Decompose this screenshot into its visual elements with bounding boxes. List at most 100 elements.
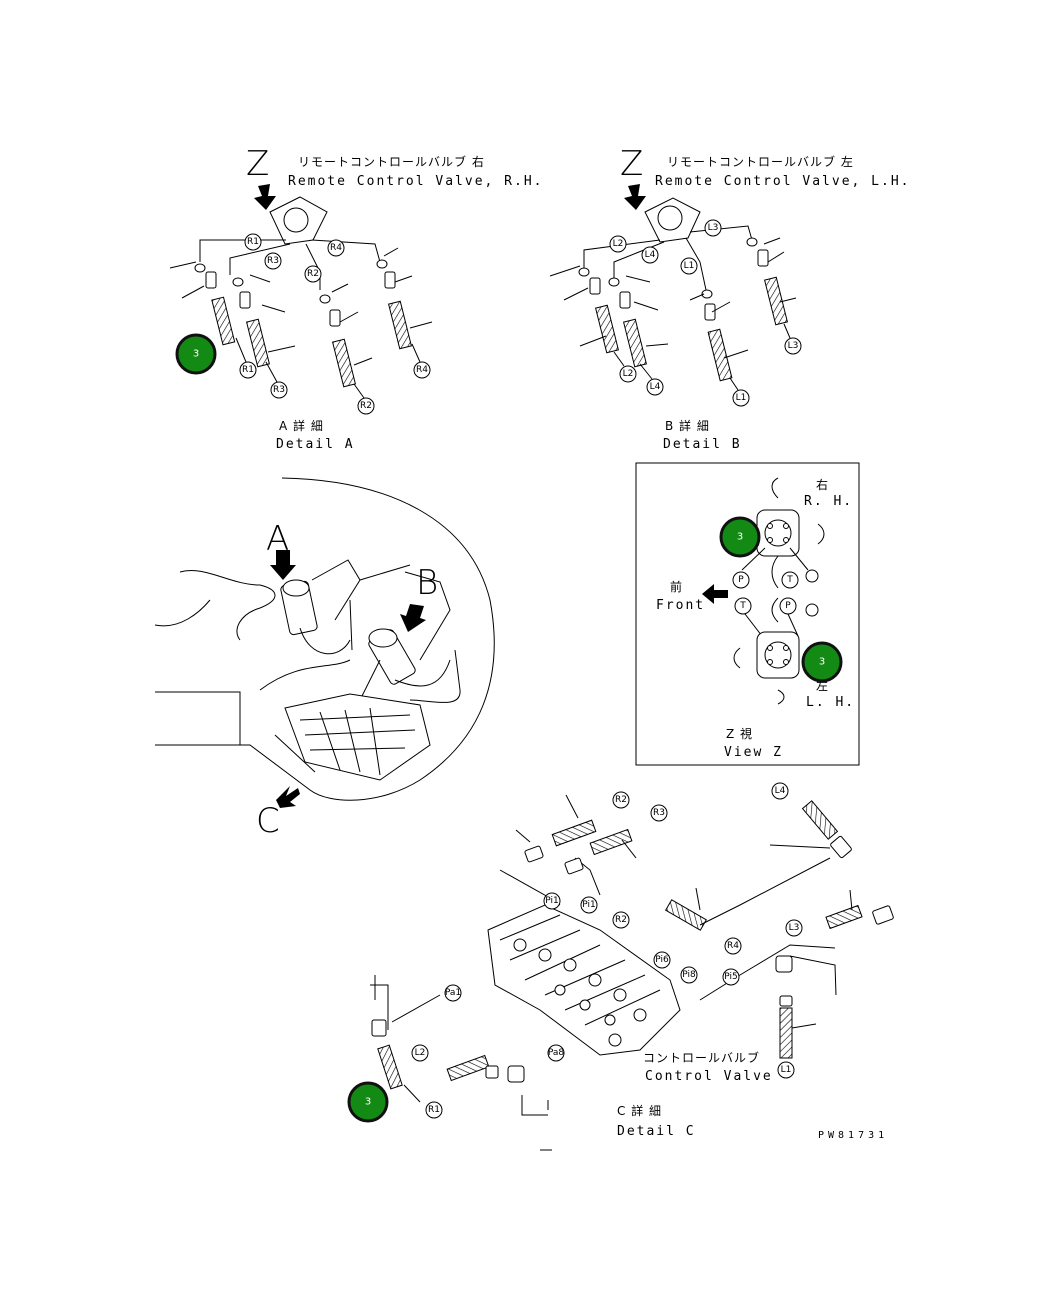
view-z-port-p-bottom: P — [779, 597, 797, 615]
svg-text:L1: L1 — [684, 261, 695, 271]
tag-pi1-b: Pi1 — [580, 896, 598, 914]
svg-text:L3: L3 — [788, 341, 799, 351]
tag-r1-c: R1 — [425, 1101, 443, 1119]
detail-b-view-letter: Z — [620, 144, 643, 184]
tag-l1-c: L1 — [777, 1061, 795, 1079]
callout-3-detail-c[interactable]: 3 — [347, 1081, 389, 1123]
svg-text:3: 3 — [819, 657, 825, 668]
tag-r4-bottom: R4 — [413, 361, 431, 379]
svg-text:L3: L3 — [708, 223, 719, 233]
svg-text:R4: R4 — [330, 243, 342, 253]
tag-r2-c: R2 — [612, 791, 630, 809]
view-arrow-icon — [254, 184, 276, 210]
tag-l2-c: L2 — [411, 1044, 429, 1062]
svg-text:R2: R2 — [360, 401, 372, 411]
tag-r4-c: R4 — [724, 937, 742, 955]
callout-3-view-z-top[interactable]: 3 — [719, 516, 761, 558]
tag-pi5: Pi5 — [722, 968, 740, 986]
marker-a: A — [266, 519, 289, 559]
tag-r3-bottom: R3 — [270, 381, 288, 399]
view-z-front-jp: 前 — [670, 579, 683, 594]
hose-l1 — [779, 1007, 793, 1059]
tag-l3-top: L3 — [704, 219, 722, 237]
view-z-caption-jp: Z 視 — [726, 726, 753, 741]
view-z-port-t-bottom: T — [734, 597, 752, 615]
svg-text:R2: R2 — [615, 795, 627, 805]
svg-text:L1: L1 — [781, 1065, 792, 1075]
view-z-frame — [635, 462, 860, 766]
svg-text:L2: L2 — [623, 369, 634, 379]
tag-r1-bottom: R1 — [239, 361, 257, 379]
svg-text:Pi1: Pi1 — [545, 896, 558, 906]
tag-l3-bottom: L3 — [784, 337, 802, 355]
svg-text:L4: L4 — [775, 786, 786, 796]
svg-text:L2: L2 — [415, 1048, 426, 1058]
tag-pi8: Pi8 — [680, 966, 698, 984]
marker-c: C — [256, 801, 280, 841]
view-z-rh-en: R. H. — [804, 494, 853, 509]
tag-l2-bottom: L2 — [619, 365, 637, 383]
control-valve-body — [487, 904, 681, 1056]
tag-r1-top: R1 — [244, 233, 262, 251]
detail-b-title-jp: リモートコントロールバルブ 左 — [667, 154, 854, 169]
front-arrow-icon — [702, 584, 728, 604]
tag-l1-bottom: L1 — [732, 389, 750, 407]
svg-text:R3: R3 — [273, 385, 285, 395]
svg-text:R2: R2 — [615, 915, 627, 925]
detail-c-caption-jp: C 詳 細 — [617, 1103, 662, 1118]
svg-text:3: 3 — [365, 1097, 371, 1108]
marker-a-arrow-icon — [270, 550, 296, 580]
svg-text:R4: R4 — [416, 365, 428, 375]
tag-r4-top: R4 — [327, 239, 345, 257]
svg-text:L2: L2 — [613, 239, 624, 249]
callout-3-detail-a[interactable]: 3 — [175, 333, 217, 375]
tag-r3-top: R3 — [264, 252, 282, 270]
svg-text:R3: R3 — [267, 256, 279, 266]
detail-a: Z リモートコントロールバルブ 右 Remote Control Valve, … — [169, 144, 544, 452]
svg-text:R2: R2 — [307, 269, 319, 279]
svg-text:T: T — [786, 575, 793, 585]
detail-c-caption-en: Detail C — [617, 1124, 696, 1139]
tag-r2-top: R2 — [304, 265, 322, 283]
svg-text:Pi1: Pi1 — [582, 900, 595, 910]
svg-text:T: T — [739, 601, 746, 611]
detail-b-caption-en: Detail B — [663, 437, 742, 452]
callout-3-view-z-bottom[interactable]: 3 — [801, 641, 843, 683]
svg-text:L1: L1 — [736, 393, 747, 403]
view-z-rh-jp: 右 — [816, 477, 829, 492]
tag-l4-top: L4 — [641, 246, 659, 264]
svg-text:P: P — [785, 601, 791, 611]
remote-valve-rh-head — [283, 207, 309, 233]
svg-text:Pa8: Pa8 — [548, 1048, 565, 1058]
tag-r2-bottom: R2 — [357, 397, 375, 415]
control-valve-title-en: Control Valve — [645, 1069, 773, 1084]
view-z-panel: 右 R. H. P T 前 Front T P 左 L. H. Z 視 View… — [635, 462, 860, 766]
tag-pi1-a: Pi1 — [543, 892, 561, 910]
svg-text:P: P — [738, 575, 744, 585]
detail-c: R2 R3 L4 L3 Pi1 Pi1 R2 R4 Pi6 Pi8 Pi5 Pa… — [347, 782, 894, 1151]
view-z-front-en: Front — [656, 598, 705, 613]
svg-text:R1: R1 — [242, 365, 254, 375]
svg-text:R1: R1 — [428, 1105, 440, 1115]
detail-a-title-en: Remote Control Valve, R.H. — [288, 174, 544, 189]
tag-l2-top: L2 — [609, 235, 627, 253]
svg-text:Pi6: Pi6 — [655, 955, 669, 965]
detail-a-title-jp: リモートコントロールバルブ 右 — [298, 154, 485, 169]
tag-pi6: Pi6 — [653, 951, 671, 969]
detail-b: Z リモートコントロールバルブ 左 Remote Control Valve, … — [549, 144, 911, 452]
svg-text:R1: R1 — [247, 237, 259, 247]
detail-b-title-en: Remote Control Valve, L.H. — [655, 174, 911, 189]
remote-valve-lh-head — [657, 205, 683, 231]
svg-text:Pi8: Pi8 — [682, 970, 696, 980]
tag-l4-c: L4 — [771, 782, 789, 800]
view-z-port-t-top: T — [781, 571, 799, 589]
control-valve-title-jp: コントロールバルブ — [643, 1050, 760, 1065]
tag-r3-c: R3 — [650, 804, 668, 822]
tag-pa1: Pa1 — [444, 984, 462, 1002]
detail-a-caption-en: Detail A — [276, 437, 355, 452]
marker-b: B — [416, 563, 438, 603]
marker-c-arrow-icon — [276, 786, 300, 808]
overview-control-valve — [284, 693, 431, 781]
svg-text:L4: L4 — [645, 250, 656, 260]
tag-r2-c2: R2 — [612, 911, 630, 929]
